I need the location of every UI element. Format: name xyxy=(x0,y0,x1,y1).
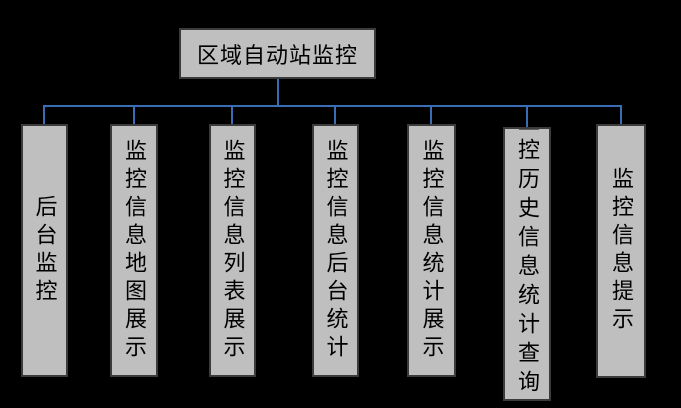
connector-bus xyxy=(43,105,622,107)
child-node-label: 监控信息提示 xyxy=(609,167,634,335)
child-node-monitoring-info-map-display: 监控信息地图展示 xyxy=(110,124,158,377)
connector-drop-1 xyxy=(43,106,45,125)
child-node-label: 监控历史信息统计查询 xyxy=(515,127,540,399)
child-node-monitoring-info-list-display: 监控信息列表展示 xyxy=(209,124,256,377)
connector-drop-3 xyxy=(231,106,233,125)
child-node-label: 监控信息列表展示 xyxy=(220,138,246,363)
child-node-label: 监控信息统计展示 xyxy=(419,138,445,363)
child-node-monitoring-info-backend-stats: 监控信息后台统计 xyxy=(312,124,359,377)
child-node-monitoring-info-stats-display: 监控信息统计展示 xyxy=(407,124,456,377)
connector-stem xyxy=(277,79,279,107)
connector-drop-2 xyxy=(133,106,135,125)
child-node-label: 监控信息地图展示 xyxy=(122,138,147,363)
child-node-label: 后台监控 xyxy=(32,194,58,307)
connector-drop-4 xyxy=(334,106,336,125)
root-node-label: 区域自动站监控 xyxy=(196,42,358,68)
child-node-backend-monitoring: 后台监控 xyxy=(21,124,68,377)
connector-drop-6 xyxy=(526,106,528,128)
child-node-monitoring-history-stats-query: 监控历史信息统计查询 xyxy=(503,127,551,401)
child-node-label: 监控信息后台统计 xyxy=(323,138,349,363)
root-node-regional-auto-station-monitoring: 区域自动站监控 xyxy=(179,28,376,79)
connector-drop-5 xyxy=(430,106,432,125)
connector-drop-7 xyxy=(620,106,622,125)
child-node-monitoring-info-prompt: 监控信息提示 xyxy=(596,124,646,378)
